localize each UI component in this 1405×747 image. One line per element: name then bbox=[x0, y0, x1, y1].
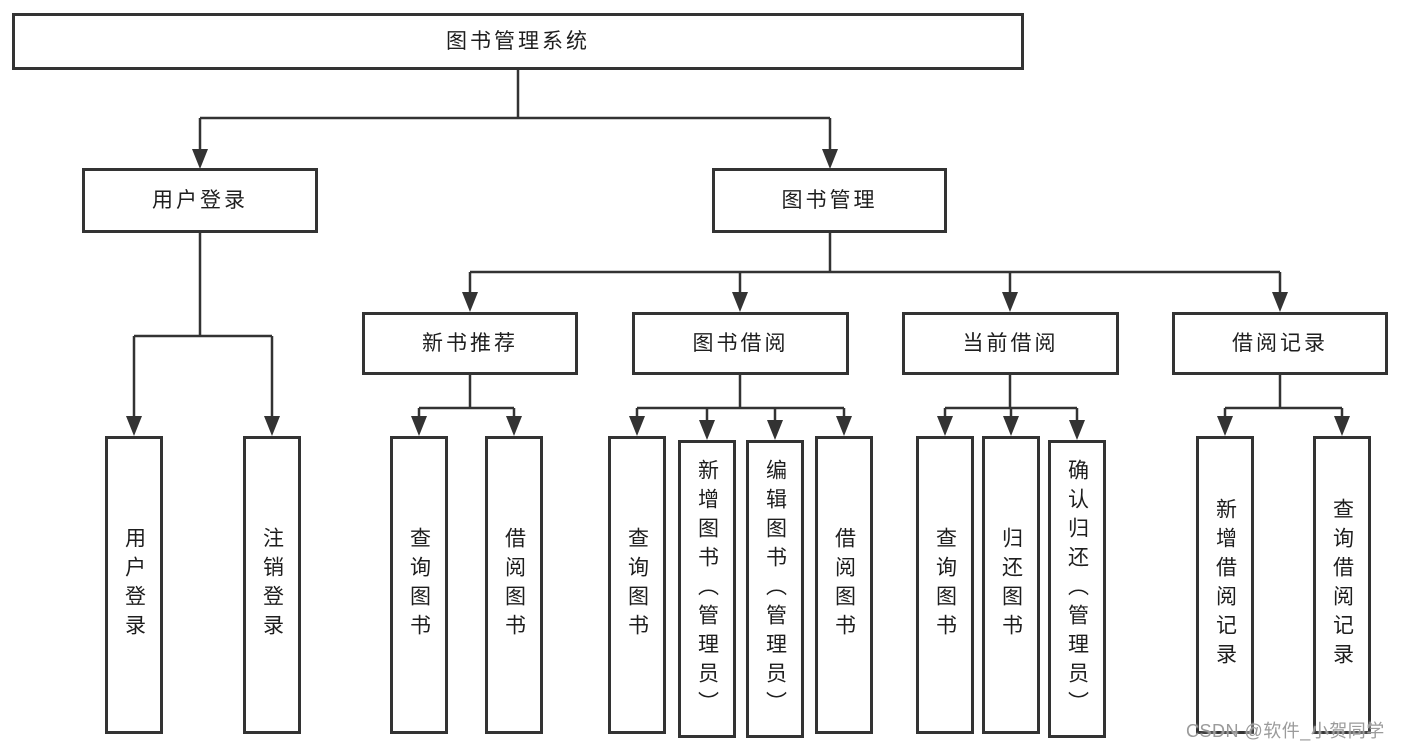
node-br-add-record: 新增借阅记录 bbox=[1196, 436, 1254, 734]
node-user-login-action: 用户登录 bbox=[105, 436, 163, 734]
node-book-borrow-label: 图书借阅 bbox=[692, 332, 789, 355]
node-user-login-label: 用户登录 bbox=[152, 189, 248, 212]
node-bb-edit-book-admin-label: 编辑图书（管理员） bbox=[763, 458, 787, 720]
node-borrow-records: 借阅记录 bbox=[1172, 312, 1388, 375]
node-cb-query-book: 查询图书 bbox=[916, 436, 974, 734]
node-bb-query-book-label: 查询图书 bbox=[625, 527, 649, 643]
node-new-book-rec: 新书推荐 bbox=[362, 312, 578, 375]
node-current-borrow-label: 当前借阅 bbox=[962, 332, 1059, 355]
node-book-borrow: 图书借阅 bbox=[632, 312, 849, 375]
node-cb-return-book-label: 归还图书 bbox=[999, 527, 1023, 643]
node-root: 图书管理系统 bbox=[12, 13, 1024, 70]
node-user-login: 用户登录 bbox=[82, 168, 318, 233]
node-nb-query-book: 查询图书 bbox=[390, 436, 448, 734]
node-nb-borrow-book-label: 借阅图书 bbox=[502, 527, 526, 643]
connector-current-borrow-children bbox=[937, 375, 1085, 440]
node-current-borrow: 当前借阅 bbox=[902, 312, 1119, 375]
node-logout-action-label: 注销登录 bbox=[260, 527, 284, 643]
node-br-query-record-label: 查询借阅记录 bbox=[1330, 498, 1354, 672]
node-logout-action: 注销登录 bbox=[243, 436, 301, 734]
node-br-add-record-label: 新增借阅记录 bbox=[1213, 498, 1237, 672]
node-cb-confirm-return-admin: 确认归还（管理员） bbox=[1048, 440, 1106, 738]
connector-new-book-rec-children bbox=[411, 375, 522, 436]
node-cb-confirm-return-admin-label: 确认归还（管理员） bbox=[1065, 458, 1089, 720]
node-br-query-record: 查询借阅记录 bbox=[1313, 436, 1371, 734]
node-bb-borrow-book: 借阅图书 bbox=[815, 436, 873, 734]
node-nb-query-book-label: 查询图书 bbox=[407, 527, 431, 643]
node-bb-borrow-book-label: 借阅图书 bbox=[832, 527, 856, 643]
node-cb-return-book: 归还图书 bbox=[982, 436, 1040, 734]
node-bb-query-book: 查询图书 bbox=[608, 436, 666, 734]
connector-book-mgmt-children bbox=[462, 233, 1288, 312]
node-user-login-action-label: 用户登录 bbox=[122, 527, 146, 643]
node-cb-query-book-label: 查询图书 bbox=[933, 527, 957, 643]
node-bb-add-book-admin-label: 新增图书（管理员） bbox=[695, 458, 719, 720]
node-book-mgmt-label: 图书管理 bbox=[781, 189, 878, 212]
connector-user-login-children bbox=[126, 233, 280, 436]
node-bb-add-book-admin: 新增图书（管理员） bbox=[678, 440, 736, 738]
csdn-watermark: CSDN @软件_小贺同学 bbox=[1186, 721, 1385, 741]
node-book-mgmt: 图书管理 bbox=[712, 168, 947, 233]
node-bb-edit-book-admin: 编辑图书（管理员） bbox=[746, 440, 804, 738]
connector-root-to-level2 bbox=[192, 70, 838, 169]
connector-book-borrow-children bbox=[629, 375, 852, 440]
node-new-book-rec-label: 新书推荐 bbox=[422, 332, 518, 355]
node-borrow-records-label: 借阅记录 bbox=[1232, 332, 1328, 355]
node-nb-borrow-book: 借阅图书 bbox=[485, 436, 543, 734]
node-root-label: 图书管理系统 bbox=[446, 30, 590, 53]
connector-borrow-records-children bbox=[1217, 375, 1350, 436]
